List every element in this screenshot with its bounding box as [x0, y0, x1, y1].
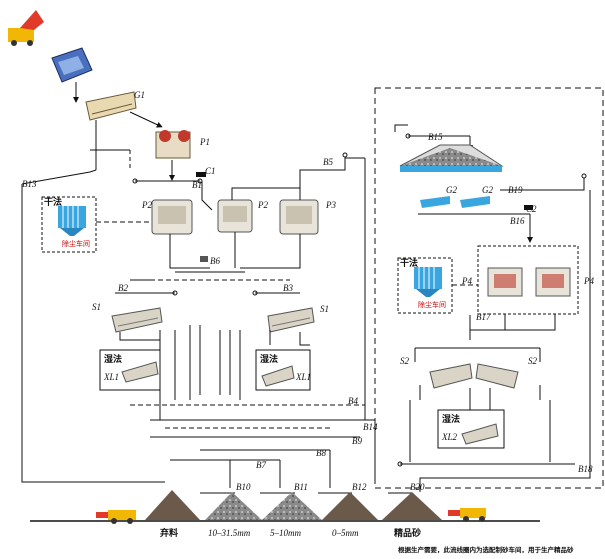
- surge-bin-icon: [399, 144, 504, 172]
- feeder-G2a-icon: [420, 196, 450, 208]
- belt-scale-C1-icon: [196, 172, 206, 177]
- label-B14: B14: [363, 422, 378, 432]
- label-S1b: S1: [320, 304, 329, 314]
- label-B1: B1: [192, 180, 202, 190]
- dust-collector-1-icon: [58, 206, 86, 236]
- sand-maker-P4b-icon: [535, 267, 571, 297]
- label-P2b: P2: [257, 200, 268, 210]
- dust2-title: 干法: [400, 257, 418, 268]
- belt-scale-B6-icon: [200, 256, 208, 262]
- sand-washer-XL1a-icon: [121, 361, 159, 383]
- label-C1: C1: [205, 166, 216, 176]
- label-B7: B7: [256, 460, 266, 470]
- product-fine-sand: 精品砂: [394, 527, 421, 538]
- product-waste: 弃料: [160, 527, 178, 538]
- vibrating-screen-S2b-icon: [475, 363, 519, 389]
- sand-washer-XL1b-icon: [261, 365, 295, 387]
- stockpile-10-31: [205, 492, 262, 520]
- label-B12: B12: [352, 482, 367, 492]
- vibrating-feeder-G1-icon: [85, 91, 137, 121]
- label-B15: B15: [428, 132, 443, 142]
- vibrating-screen-S2a-icon: [429, 363, 473, 389]
- jaw-crusher-P1-icon: [155, 130, 191, 159]
- vibrating-screen-S1b-icon: [267, 307, 315, 333]
- label-P2a: P2: [141, 200, 152, 210]
- label-B10: B10: [236, 482, 251, 492]
- wash2-title: 湿法: [442, 413, 460, 424]
- label-G2b: G2: [482, 185, 493, 195]
- vibrating-feeder-hopper-icon: [51, 47, 93, 83]
- dust2-caption: 除尘车间: [418, 300, 446, 309]
- label-XL1b: XL1: [295, 372, 311, 382]
- dust-collector-2-icon: [414, 267, 442, 297]
- label-G2a: G2: [446, 185, 457, 195]
- wash1b-title: 湿法: [260, 353, 278, 364]
- label-G1: G1: [134, 90, 145, 100]
- cone-crusher-P2a-icon: [151, 199, 193, 235]
- label-B8: B8: [316, 448, 326, 458]
- label-B9: B9: [352, 436, 362, 446]
- dust1-caption: 除尘车间: [62, 239, 90, 248]
- cone-crusher-P3-icon: [279, 199, 319, 235]
- dust1-title: 干法: [44, 196, 62, 207]
- label-B3: B3: [283, 283, 293, 293]
- sand-maker-P4a-icon: [487, 267, 523, 297]
- label-XL1a: XL1: [103, 372, 119, 382]
- label-B20: B20: [410, 482, 425, 492]
- cone-crusher-P2b-icon: [217, 199, 253, 233]
- label-S2a: S2: [400, 356, 410, 366]
- stockpile-fine-sand: [382, 492, 442, 520]
- label-B17: B17: [476, 312, 491, 322]
- label-P4a: P4: [461, 276, 472, 286]
- product-10-31: 10–31.5mm: [208, 528, 251, 538]
- product-5-10: 5–10mm: [270, 528, 301, 538]
- optional-sand-section: [374, 87, 604, 489]
- sand-washer-XL2-icon: [461, 423, 499, 445]
- label-B2: B2: [118, 283, 128, 293]
- label-B11: B11: [294, 482, 308, 492]
- feeder-G2b-icon: [460, 196, 490, 208]
- label-B18: B18: [578, 464, 593, 474]
- stockpile-waste: [145, 490, 200, 520]
- label-P3: P3: [325, 200, 336, 210]
- loader-right-icon: [448, 508, 486, 522]
- vibrating-screen-S1a-icon: [111, 307, 163, 333]
- footnote: 根据生产需要，此流线圈内为选配制砂车间，用于生产精品砂: [398, 545, 574, 554]
- label-S2b: S2: [528, 356, 538, 366]
- label-S1a: S1: [92, 302, 101, 312]
- label-B6: B6: [210, 256, 220, 266]
- label-B16: B16: [510, 216, 525, 226]
- belt-scale-C2-icon: [524, 205, 533, 210]
- label-B13: B13: [22, 179, 37, 189]
- stockpile-5-10: [262, 492, 322, 520]
- label-B5: B5: [323, 157, 333, 167]
- wash1a-title: 湿法: [104, 353, 122, 364]
- label-P1: P1: [199, 137, 210, 147]
- label-XL2: XL2: [441, 432, 458, 442]
- label-B4: B4: [348, 396, 358, 406]
- product-0-5: 0–5mm: [332, 528, 359, 538]
- stockpile-0-5: [322, 492, 378, 520]
- label-P4b: P4: [583, 276, 594, 286]
- label-C2: C2: [526, 204, 537, 214]
- dump-truck-icon: [8, 10, 44, 46]
- loader-left-icon: [96, 510, 136, 524]
